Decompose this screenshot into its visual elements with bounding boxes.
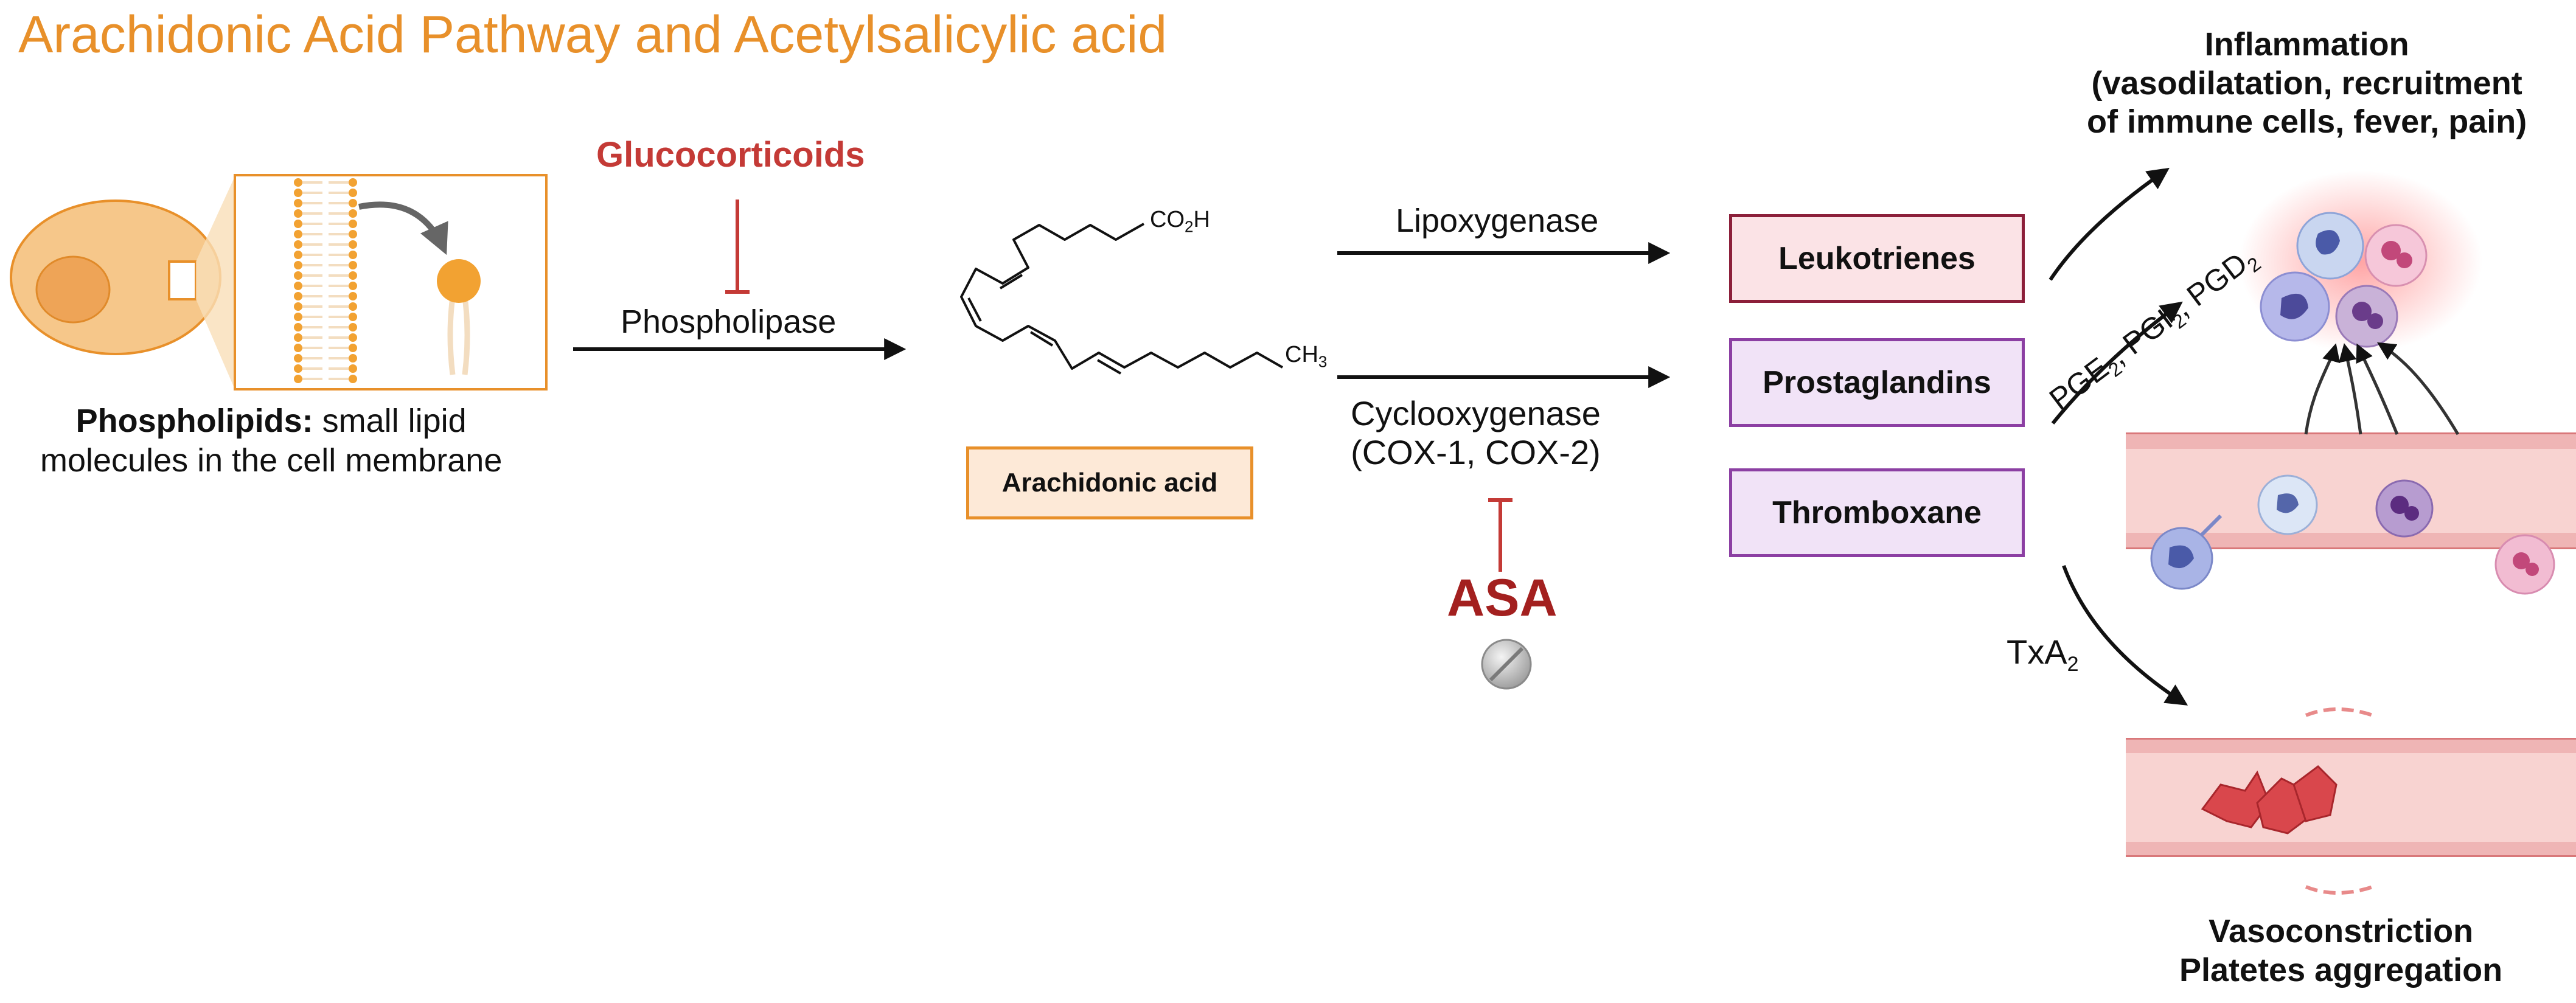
vaso-line2: Platetes aggregation [2179,951,2503,988]
lipid-head [294,209,302,218]
lipid-head [349,261,357,269]
lipid-head [294,199,302,207]
lipid-head [349,230,357,238]
lipid-head [349,282,357,290]
lipid-head [294,344,302,352]
lipid-head [349,333,357,342]
lipid-head [294,313,302,321]
phospholipids-label: Phospholipids: small lipid molecules in … [40,401,502,481]
txa-sub: 2 [2067,653,2079,676]
inflammation-label: Inflammation (vasodilatation, recruitmen… [2087,26,2527,142]
lipid-head [294,323,302,331]
asa-inhibition [1488,498,1513,572]
cox-line2: (COX-1, COX-2) [1351,433,1601,472]
vaso-line1: Vasoconstriction [2209,913,2474,949]
lipid-head [349,375,357,383]
thromboxane-box: Thromboxane [1729,468,2025,557]
lipid-head [294,261,302,269]
lipid-head [294,292,302,300]
phospholipase-label: Phospholipase [621,304,837,340]
cell-icon [10,176,235,389]
vasoconstriction-label: Vasoconstriction Platetes aggregation [2179,912,2502,990]
lipid-head [349,240,357,249]
pill-icon [1481,639,1532,690]
glucocorticoids-label: Glucocorticoids [596,135,865,175]
ch3-main: CH [1285,342,1318,367]
co2h-end: H [1193,207,1210,232]
co2h-label: CO2H [1150,207,1210,236]
phospholipids-label-bold: Phospholipids: [75,403,313,439]
page-title: Arachidonic Acid Pathway and Acetylsalic… [18,5,1168,64]
ch3-sub: 3 [1318,352,1328,371]
lipid-head [294,282,302,290]
lipid-head [349,189,357,197]
lipid-head [349,220,357,228]
immune-cells-icon [2239,170,2482,353]
lipid-head [294,178,302,187]
lipid-head [349,364,357,373]
inflammation-line1: Inflammation [2204,26,2409,63]
lipid-head [294,230,302,238]
lipid-head [349,199,357,207]
inflammation-line2: (vasodilatation, recruitment [2091,64,2522,102]
glucocorticoids-inhibition [725,200,750,294]
ch3-label: CH3 [1285,342,1327,371]
lipoxygenase-label: Lipoxygenase [1396,203,1599,239]
lipid-head [349,313,357,321]
lipid-head [349,344,357,352]
phospholipid-icon [437,259,481,375]
cyclooxygenase-label: Cyclooxygenase (COX-1, COX-2) [1351,394,1601,473]
lipid-head [294,251,302,259]
cox-line1: Cyclooxygenase [1351,394,1601,432]
prostaglandins-to-inflammation-arrow [2051,301,2183,425]
txa-main: TxA [2007,633,2067,671]
lipid-head [349,251,357,259]
blood-vessel-icon [2126,342,2576,595]
lipid-head [349,271,357,280]
platelet-clot-icon [2126,707,2576,895]
inflammation-line3: of immune cells, fever, pain) [2087,103,2527,141]
phospholipids-label-rest: small lipid [313,403,467,439]
lipid-head [294,375,302,383]
lipid-head [294,333,302,342]
lipid-head [349,178,357,187]
leukotrienes-to-inflammation-arrow [2049,167,2170,281]
lipid-head [349,292,357,300]
phospholipids-label-line2: molecules in the cell membrane [40,442,503,479]
lipid-head [349,354,357,363]
membrane-bilayer-icon [234,174,548,390]
lipid-head [349,323,357,331]
leukotrienes-box: Leukotrienes [1729,214,2025,303]
lipid-head [294,302,302,311]
arachidonic-acid-structure [960,223,1283,375]
arachidonic-acid-box: Arachidonic acid [966,446,1253,519]
prostaglandins-box: Prostaglandins [1729,338,2025,427]
lipid-head [294,271,302,280]
lipid-head [294,354,302,363]
lipid-head [294,364,302,373]
txa2-label: TxA2 [2007,633,2078,676]
lipid-head [294,240,302,249]
lipid-head [294,220,302,228]
lipid-head [294,189,302,197]
co2h-main: CO [1150,207,1185,232]
asa-label: ASA [1447,569,1558,627]
co2h-sub: 2 [1185,217,1194,236]
thromboxane-to-vasoconstriction-arrow [2062,564,2188,706]
lipid-head [349,302,357,311]
lipid-head [349,209,357,218]
